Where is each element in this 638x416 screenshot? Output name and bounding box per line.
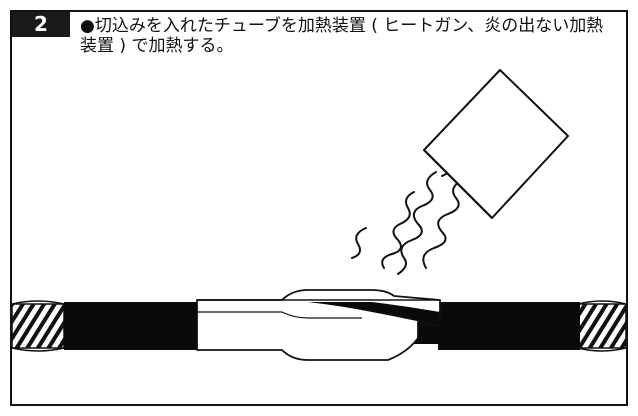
heat-gun-nozzle-icon <box>423 69 569 219</box>
left-cable-rope-icon <box>12 300 65 352</box>
heat-shrink-tube-icon <box>196 289 441 361</box>
step-number-badge: 2 <box>12 12 70 37</box>
instruction-text: ●切込みを入れたチューブを加熱装置 ( ヒートガン、炎の出ない加熱装置 ) で加… <box>80 16 604 56</box>
right-cable-rope-icon <box>577 300 626 352</box>
instruction-panel: 2 ●切込みを入れたチューブを加熱装置 ( ヒートガン、炎の出ない加熱装置 ) … <box>10 10 628 406</box>
heat-shrink-illustration <box>12 69 626 361</box>
